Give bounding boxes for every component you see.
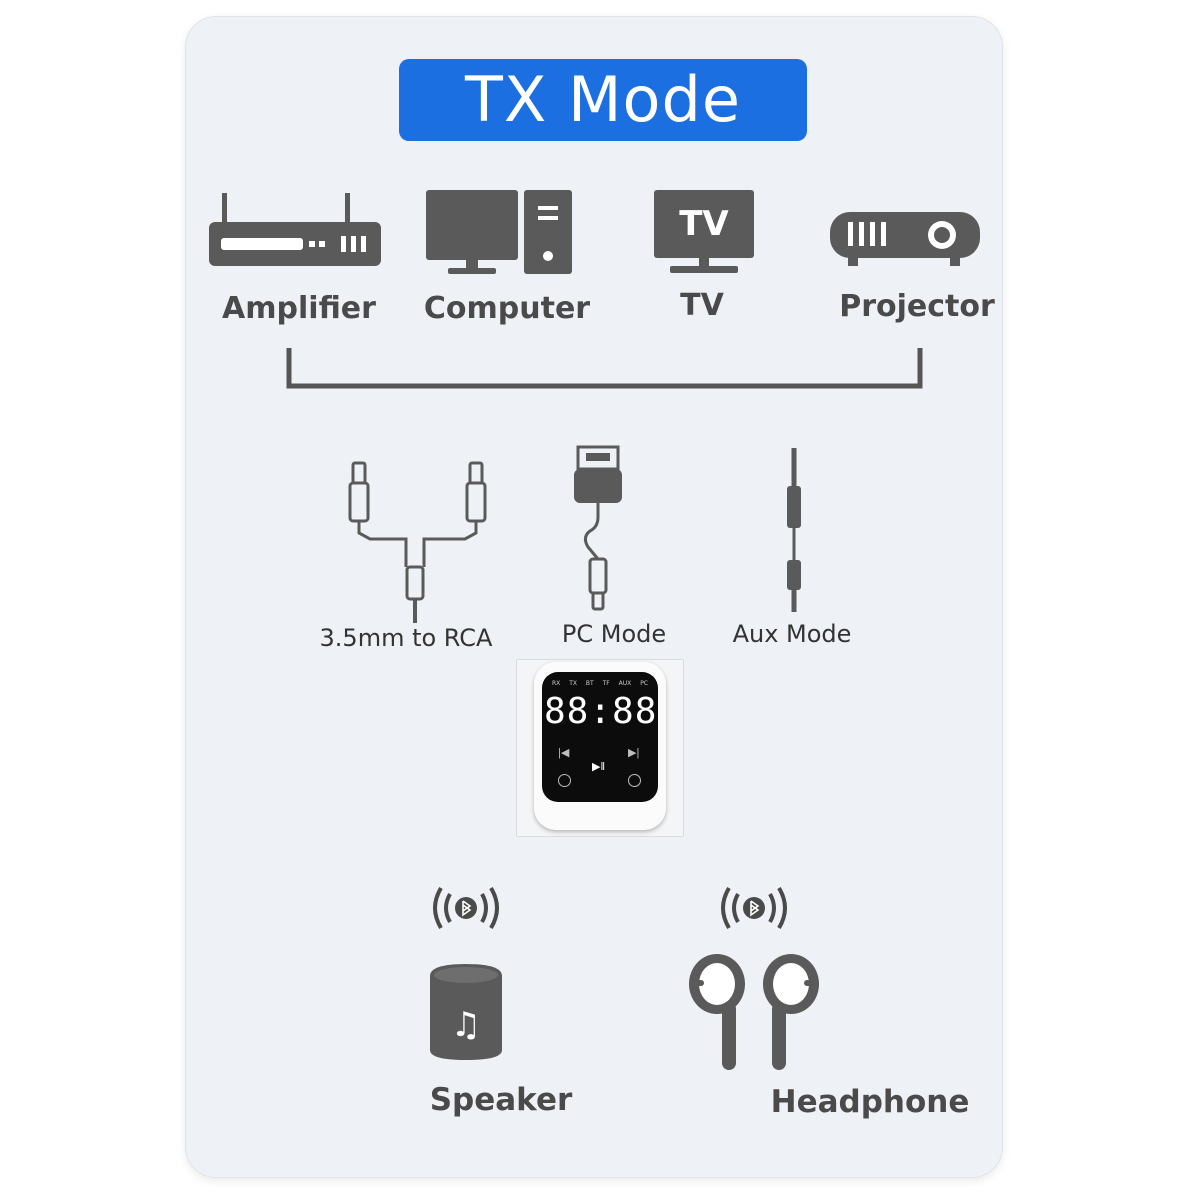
usb-cable-icon <box>574 445 622 611</box>
source-label-tv: TV <box>680 288 724 323</box>
source-label-amplifier: Amplifier <box>222 291 376 326</box>
cable-label-aux: Aux Mode <box>732 620 852 648</box>
speaker-icon: ♫ <box>430 964 502 1060</box>
mode-button-icon <box>558 774 571 787</box>
bluetooth-signal-icon-2 <box>721 886 787 930</box>
amplifier-icon <box>209 193 381 266</box>
earbuds-icon <box>689 954 819 1070</box>
source-label-projector: Projector <box>839 289 995 324</box>
device-display: 88:88 <box>544 691 658 732</box>
projector-icon <box>830 212 980 266</box>
cable-label-pc: PC Mode <box>561 620 667 648</box>
device-indicators: RX TX BT TF AUX PC <box>552 680 648 687</box>
bluetooth-signal-icon <box>433 886 499 930</box>
next-button-icon: ▶| <box>628 747 640 759</box>
bluetooth-button-icon <box>628 774 641 787</box>
output-label-speaker: Speaker <box>429 1082 573 1118</box>
indicator-bt: BT <box>585 680 594 687</box>
aux-cable-icon <box>787 448 801 612</box>
connector-bracket <box>286 348 923 389</box>
indicator-tf: TF <box>602 680 610 687</box>
indicator-aux: AUX <box>618 680 632 687</box>
tv-icon: TV <box>654 190 754 276</box>
computer-icon <box>426 190 572 274</box>
rca-cable-icon <box>348 461 487 623</box>
output-label-headphone: Headphone <box>770 1084 970 1120</box>
transmitter-device: RX TX BT TF AUX PC 88:88 |◀ ▶| ▶‖ <box>534 662 666 830</box>
indicator-tx: TX <box>569 680 577 687</box>
tv-screen-text: TV <box>654 190 754 258</box>
svg-text:♫: ♫ <box>451 1005 481 1045</box>
indicator-rx: RX <box>552 680 561 687</box>
prev-button-icon: |◀ <box>558 747 570 759</box>
cable-label-rca: 3.5mm to RCA <box>319 624 493 652</box>
play-pause-icon: ▶‖ <box>592 761 606 773</box>
indicator-pc: PC <box>640 680 648 687</box>
source-label-computer: Computer <box>423 291 591 326</box>
title-banner: TX Mode <box>399 59 807 141</box>
